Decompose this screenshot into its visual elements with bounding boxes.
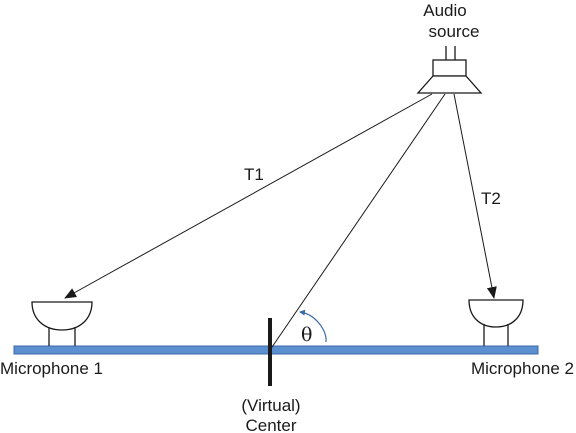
t2-label: T2: [481, 189, 501, 208]
microphone-1-label: Microphone 1: [0, 359, 103, 378]
center-line: [269, 93, 446, 351]
t2-arrow: [453, 93, 497, 299]
microphone-2-icon: [468, 299, 524, 346]
t1-label: T1: [244, 165, 264, 184]
baseline-bar: [13, 345, 539, 355]
center-label-line1: (Virtual): [241, 396, 300, 415]
speaker-icon: [416, 46, 483, 94]
microphone-2-label: Microphone 2: [471, 359, 574, 378]
microphone-1-icon: [31, 301, 93, 346]
t1-arrow: [64, 93, 433, 299]
audio-source-label-line1: Audio: [423, 1, 466, 20]
theta-label: θ: [301, 324, 312, 346]
center-label-line2: Center: [245, 416, 296, 433]
audio-source-label-line2: source: [428, 22, 479, 41]
angle-arc: [299, 309, 327, 343]
